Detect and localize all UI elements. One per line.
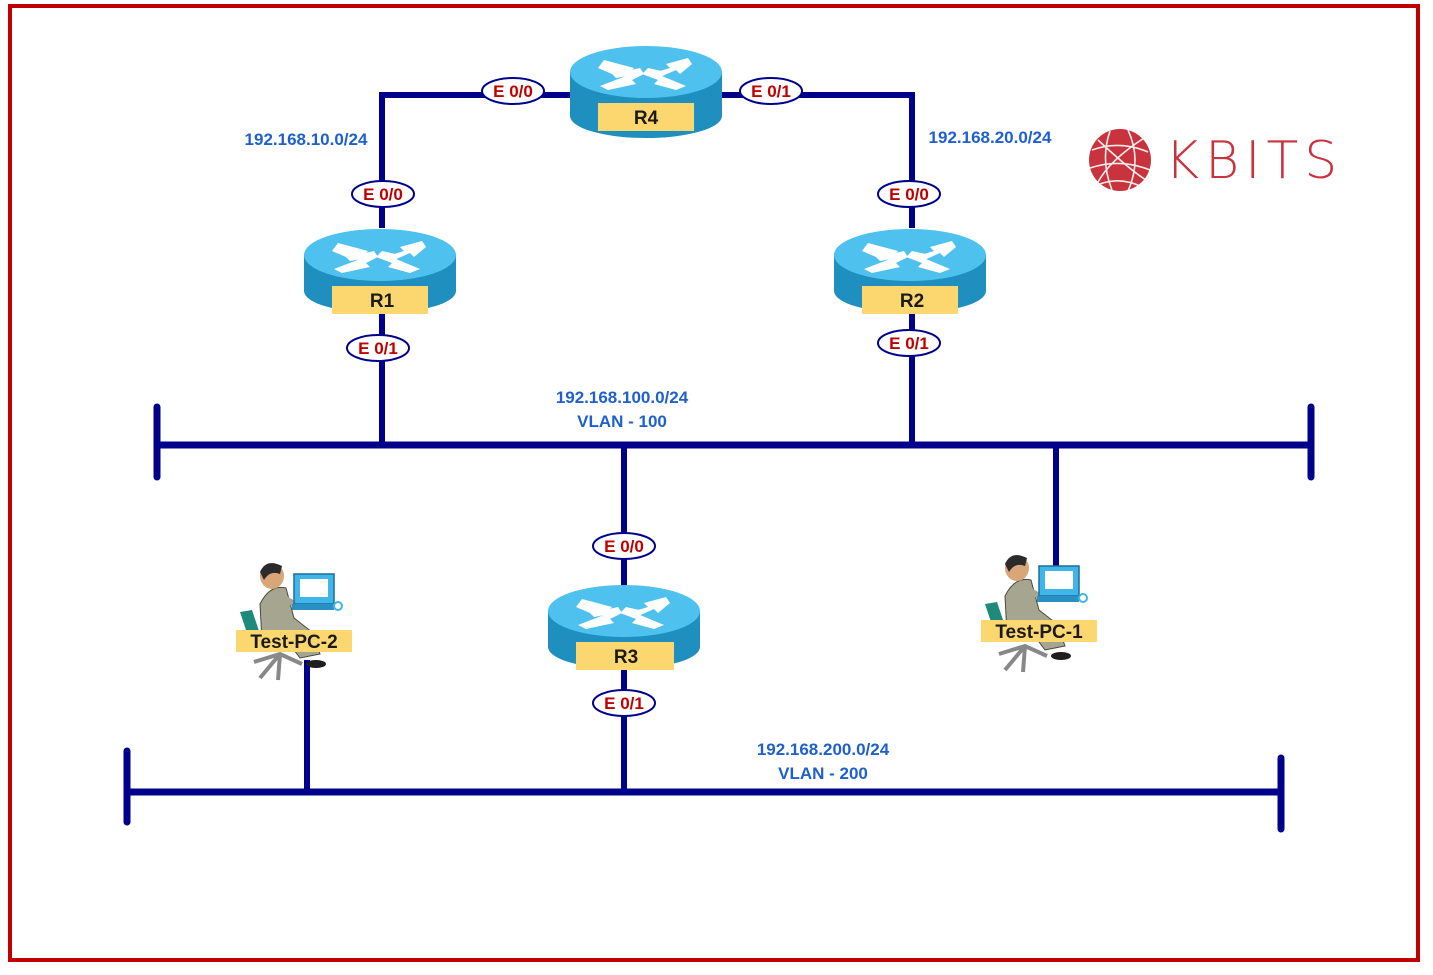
link-r1-r4 [379, 92, 570, 228]
router-label-bg [862, 286, 958, 314]
svg-text:E 0/1: E 0/1 [751, 82, 791, 101]
svg-text:E 0/1: E 0/1 [358, 339, 398, 358]
logo-text: KBITS [1165, 131, 1343, 191]
svg-text:E 0/0: E 0/0 [604, 537, 644, 556]
svg-text:E 0/0: E 0/0 [363, 185, 403, 204]
svg-text:E 0/0: E 0/0 [493, 82, 533, 101]
network-label-vlan200-subnet: 192.168.200.0/24 [757, 740, 890, 759]
vlan100-bus [153, 403, 1315, 481]
network-label-vlan100-name: VLAN - 100 [577, 412, 667, 431]
kbits-logo: KBITS [1089, 129, 1343, 192]
network-label-vlan100-subnet: 192.168.100.0/24 [556, 388, 689, 407]
network-label-r2-r4: 192.168.20.0/24 [929, 128, 1052, 147]
globe-icon [1089, 129, 1151, 192]
svg-text:E 0/1: E 0/1 [604, 694, 644, 713]
user-at-pc-icon [240, 563, 343, 681]
user-at-pc-icon [985, 555, 1088, 673]
svg-text:E 0/1: E 0/1 [889, 334, 929, 353]
iface-r3-e01: E 0/1 [592, 689, 656, 717]
iface-r1-e01: E 0/1 [346, 334, 410, 362]
svg-text:E 0/0: E 0/0 [889, 185, 929, 204]
host-label-bg [981, 620, 1097, 642]
iface-r2-e01: E 0/1 [877, 329, 941, 357]
router-label: R3 [614, 647, 638, 668]
iface-r3-e00: E 0/0 [592, 532, 656, 560]
diagram-frame [8, 4, 1420, 962]
iface-r2-e00: E 0/0 [877, 180, 941, 208]
router-label: R2 [900, 291, 924, 312]
host-label-bg [236, 630, 352, 652]
router-label: R1 [370, 291, 395, 312]
host-test-pc-1[interactable]: Test-PC-1 [981, 555, 1097, 673]
router-label: R4 [634, 108, 659, 129]
router-r1[interactable]: R1 [304, 229, 456, 314]
router-r4[interactable]: R4 [570, 46, 722, 138]
host-label: Test-PC-1 [995, 622, 1083, 643]
router-label-bg [598, 103, 694, 131]
link-r4-r2 [720, 92, 915, 228]
iface-r4-e01: E 0/1 [739, 77, 803, 105]
router-label-bg [332, 286, 428, 314]
router-r3[interactable]: R3 [548, 585, 700, 670]
network-label-vlan200-name: VLAN - 200 [778, 764, 868, 783]
network-label-r1-r4: 192.168.10.0/24 [245, 130, 368, 149]
router-label-bg [576, 642, 674, 670]
host-label: Test-PC-2 [250, 632, 337, 653]
host-test-pc-2[interactable]: Test-PC-2 [236, 563, 352, 681]
iface-r1-e00: E 0/0 [351, 180, 415, 208]
router-r2[interactable]: R2 [834, 229, 986, 314]
iface-r4-e00: E 0/0 [481, 77, 545, 105]
vlan200-bus [123, 747, 1285, 833]
